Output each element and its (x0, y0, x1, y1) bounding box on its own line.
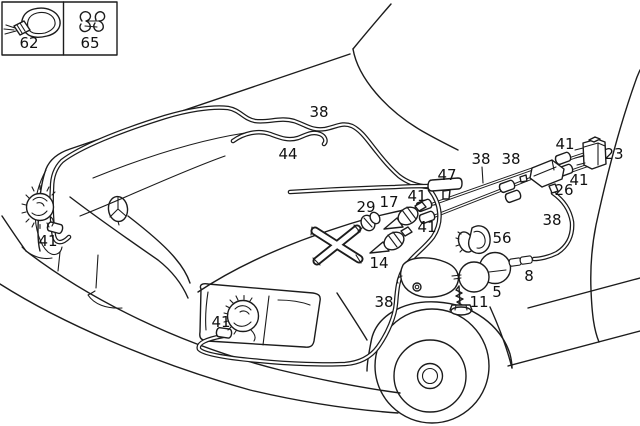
screw-11 (449, 285, 473, 316)
x-connector (310, 224, 364, 266)
t-connector-47 (427, 177, 463, 200)
bumper-marker-notch (87, 290, 123, 309)
sill-line (507, 330, 640, 367)
fitting-8 (508, 255, 534, 268)
legend-box: 62 65 (1, 1, 118, 56)
left-corner-line (1, 215, 27, 252)
part-callout-fitting-41-c[interactable]: 41 (407, 187, 426, 205)
bumper-bottom-arc (0, 283, 399, 414)
left-lamp-recess (34, 169, 63, 256)
bumper-top-arc (25, 250, 401, 394)
hose-38-right-run-core (532, 191, 574, 261)
part-callout-valve-14[interactable]: 14 (369, 254, 388, 272)
part-callout-nozzle-41-left[interactable]: 41 (38, 232, 57, 250)
legend-label-65[interactable]: 65 (80, 34, 99, 52)
lamp-washer-nozzle (223, 294, 260, 342)
pipe-38-upper-core (432, 166, 539, 205)
part-callout-hose-38-right[interactable]: 38 (542, 211, 561, 229)
hood-crease-1 (92, 132, 246, 179)
part-callout-hose-44[interactable]: 44 (278, 145, 297, 163)
legend-label-62[interactable]: 62 (19, 34, 38, 52)
mercedes-star-emblem (107, 195, 129, 226)
hood-rear-edge (37, 53, 351, 252)
car-body-outline (0, 3, 640, 424)
part-callout-hose-38-top[interactable]: 38 (309, 103, 328, 121)
cable-tie-icon (3, 7, 61, 38)
part-callout-fitting-41-lamp[interactable]: 41 (211, 313, 230, 331)
nozzle-cover (396, 257, 460, 298)
hose-38-lower-run-core (197, 188, 441, 366)
hose-clip-icon (79, 11, 106, 33)
part-callout-pipe-38-a[interactable]: 38 (471, 150, 490, 168)
wheel-arch (370, 301, 513, 369)
part-callout-fitting-41-b[interactable]: 41 (569, 171, 588, 189)
hose-44-core (231, 131, 327, 146)
check-valve-17 (383, 201, 427, 230)
wheel-arch-rear-line (489, 306, 513, 369)
door-leading-edge (590, 69, 640, 343)
washer-hoses (49, 105, 588, 367)
part-callout-screw-11[interactable]: 11 (469, 293, 488, 311)
washer-parts (21, 136, 607, 342)
part-callout-valve-26[interactable]: 26 (554, 181, 573, 199)
connector-23 (574, 136, 607, 170)
pipe-38-lower-core (434, 177, 533, 217)
check-valve-14 (369, 226, 413, 254)
tire-outline (374, 308, 490, 424)
wheel-arch-front-line (336, 292, 368, 341)
left-lamp-lower-line (21, 246, 53, 260)
hood-front-left-edge (69, 196, 189, 299)
valve-26 (519, 159, 565, 194)
valve-29 (357, 211, 381, 232)
part-callout-valve-17[interactable]: 17 (379, 193, 398, 211)
part-callout-nozzle-5[interactable]: 5 (492, 283, 502, 301)
grommet-56 (455, 225, 491, 255)
part-callout-hose-38-lower[interactable]: 38 (374, 293, 393, 311)
hood-crease-2 (79, 155, 226, 217)
wheel-hub (416, 362, 444, 390)
part-callout-t-connector-47[interactable]: 47 (437, 166, 456, 184)
part-callout-fitting-41-d[interactable]: 41 (417, 218, 436, 236)
wheel-rim (393, 339, 467, 413)
door-molding-line (527, 277, 640, 309)
fascia-panel-lines (57, 251, 209, 331)
part-callout-grommet-56[interactable]: 56 (492, 229, 511, 247)
cowl-line (352, 48, 459, 151)
headlamp-panel (199, 283, 321, 348)
hood-front-left-inner (127, 215, 191, 284)
part-callout-valve-29[interactable]: 29 (356, 198, 375, 216)
part-callout-pipe-38-b[interactable]: 38 (501, 150, 520, 168)
ball-nozzle-5 (451, 251, 512, 293)
feed-tube-core (288, 184, 433, 194)
callout-leader-38 (481, 166, 484, 184)
hose-38-main-core (50, 106, 430, 244)
part-callout-connector-23[interactable]: 23 (604, 145, 623, 163)
a-pillar-line (352, 3, 392, 50)
part-callout-fitting-41-a[interactable]: 41 (555, 135, 574, 153)
wheel-hub-hole (421, 367, 439, 385)
left-washer-nozzle (21, 184, 56, 230)
part-callout-fitting-8[interactable]: 8 (524, 267, 534, 285)
